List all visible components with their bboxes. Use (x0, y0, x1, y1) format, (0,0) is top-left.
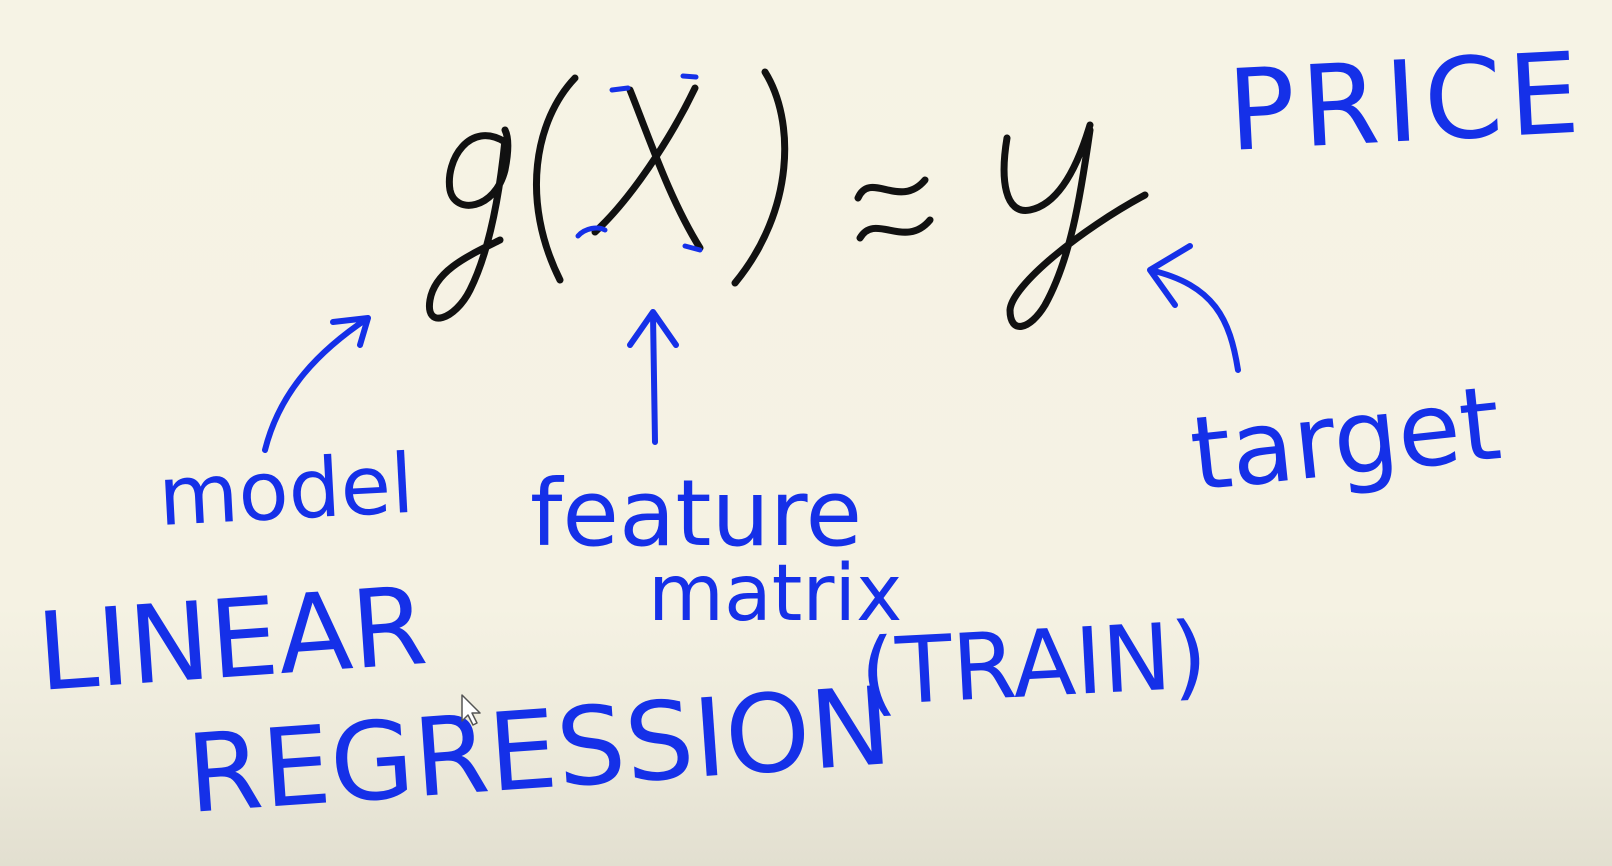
feature-arrow (627, 309, 679, 445)
linear-label: LINEAR (33, 564, 431, 716)
equation-open-paren (533, 74, 579, 284)
equation-approx (854, 176, 934, 242)
feature-label: feature (530, 460, 862, 567)
price-label: PRICE (1225, 28, 1589, 177)
matrix-label: matrix (648, 549, 902, 639)
target-label: target (1185, 364, 1506, 515)
model-arrow (262, 315, 371, 453)
mouse-pointer-icon (461, 694, 481, 726)
model-label: model (156, 437, 416, 545)
equation (426, 68, 1149, 330)
equation-x (591, 84, 704, 252)
train-label: (TRAIN) (858, 602, 1210, 727)
equation-g (426, 126, 512, 322)
equation-close-paren (731, 68, 789, 287)
equation-y (1000, 121, 1149, 330)
equation-x-serifs (575, 73, 703, 253)
target-arrow (1147, 243, 1241, 373)
